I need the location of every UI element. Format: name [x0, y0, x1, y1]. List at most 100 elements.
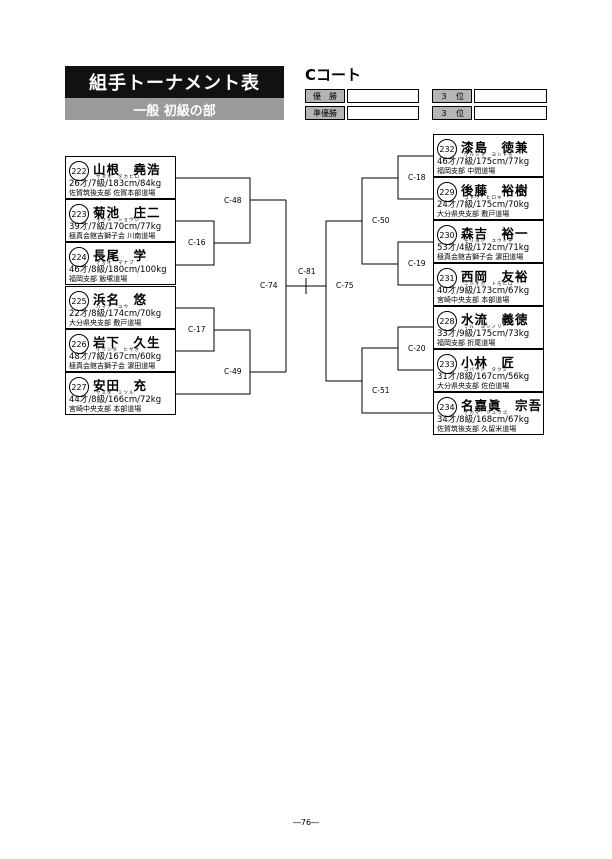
- player-kana: ハマナ ユウ: [96, 305, 129, 310]
- player-stats: 53才/4級/172cm/71kg: [437, 243, 530, 253]
- entry-number: 227: [69, 377, 89, 397]
- player-kana: コバヤシ タクミ: [464, 368, 508, 373]
- player-card: 224 長尾 学 ナガオ マナブ 46才/8級/180cm/100kg 福岡支部…: [65, 242, 176, 285]
- player-stats: 24才/7級/175cm/70kg: [437, 200, 530, 210]
- match-label-c51: C-51: [372, 386, 390, 395]
- player-kana: イワシタ ヒサオ: [96, 348, 140, 353]
- player-card: 222 山根 堯浩 ヤマネ タカヒロ 26才/7級/183cm/84kg 佐賀筑…: [65, 156, 176, 199]
- court-label: Cコート: [305, 66, 362, 84]
- match-label-c48: C-48: [224, 196, 242, 205]
- player-stats: 46才/8級/180cm/100kg: [69, 265, 167, 275]
- player-card: 233 小林 匠 コバヤシ タクミ 31才/8級/167cm/56kg 大分県央…: [433, 349, 544, 392]
- entry-number: 231: [437, 268, 457, 288]
- entry-number: 226: [69, 334, 89, 354]
- player-club: 福岡支部 中間道場: [437, 167, 496, 175]
- player-name: 安田 充: [93, 378, 148, 393]
- player-kana: ヤマネ タカヒロ: [96, 175, 140, 180]
- player-name: 岩下 久生: [93, 335, 161, 350]
- player-club: 大分県央支部 敷戸道場: [69, 319, 142, 327]
- entry-number: 230: [437, 225, 457, 245]
- player-card: 223 菊池 庄二 キクチ ショウジ 39才/7級/170cm/77kg 極真会…: [65, 199, 176, 242]
- player-club: 極真会館吉獅子会 川南道場: [69, 232, 156, 240]
- match-label-c74: C-74: [260, 281, 278, 290]
- player-club: 大分県央支部 敷戸道場: [437, 210, 510, 218]
- player-card: 228 水流 義徳 ツル ヨシノリ 33才/9級/175cm/73kg 福岡支部…: [433, 306, 544, 349]
- entry-number: 223: [69, 204, 89, 224]
- player-name: 名嘉眞 宗吾: [461, 398, 543, 413]
- player-club: 極真会館吉獅子会 濵田道場: [69, 362, 156, 370]
- player-name: 水流 義徳: [461, 312, 529, 327]
- player-club: 福岡支部 飯塚道場: [69, 275, 128, 283]
- player-kana: ニシオカ トモヒロ: [464, 282, 514, 287]
- player-name: 漆島 徳兼: [461, 140, 529, 155]
- player-card: 225 浜名 悠 ハマナ ユウ 22才/8級/174cm/70kg 大分県央支部…: [65, 286, 176, 329]
- player-stats: 46才/7級/175cm/77kg: [437, 157, 530, 167]
- player-kana: ウルシマ ヨシトモ: [464, 153, 514, 158]
- entry-number: 234: [437, 397, 457, 417]
- match-label-c81: C-81: [298, 267, 316, 276]
- match-label-c20: C-20: [408, 344, 426, 353]
- player-name: 山根 堯浩: [93, 162, 161, 177]
- player-stats: 26才/7級/183cm/84kg: [69, 179, 162, 189]
- entry-number: 225: [69, 291, 89, 311]
- player-stats: 33才/9級/175cm/73kg: [437, 329, 530, 339]
- third-place-label-1: ３ 位: [432, 89, 472, 103]
- player-card: 231 西岡 友裕 ニシオカ トモヒロ 40才/9級/173cm/67kg 宮崎…: [433, 263, 544, 306]
- player-club: 佐賀筑後支部 佐賀本部道場: [69, 189, 156, 197]
- third-place-field-1: [474, 89, 547, 103]
- player-card: 229 後藤 裕樹 ゴトウ ヒロキ 24才/7級/175cm/70kg 大分県央…: [433, 177, 544, 220]
- player-stats: 40才/9級/173cm/67kg: [437, 286, 530, 296]
- third-place-field-2: [474, 106, 547, 120]
- player-card: 230 森吉 裕一 モリヨシ ユウイチ 53才/4級/172cm/71kg 極真…: [433, 220, 544, 263]
- player-name: 浜名 悠: [93, 292, 148, 307]
- winner-field: [347, 89, 419, 103]
- player-name: 菊池 庄二: [93, 205, 161, 220]
- player-card: 232 漆島 徳兼 ウルシマ ヨシトモ 46才/7級/175cm/77kg 福岡…: [433, 134, 544, 177]
- match-label-c75: C-75: [336, 281, 354, 290]
- entry-number: 228: [437, 311, 457, 331]
- player-kana: ナガオ マナブ: [96, 261, 135, 266]
- match-label-c19: C-19: [408, 259, 426, 268]
- winner-label: 優 勝: [305, 89, 345, 103]
- match-label-c17: C-17: [188, 325, 206, 334]
- player-club: 大分県央支部 佐伯道場: [437, 382, 510, 390]
- match-label-c49: C-49: [224, 367, 242, 376]
- player-name: 西岡 友裕: [461, 269, 529, 284]
- player-name: 森吉 裕一: [461, 226, 529, 241]
- player-stats: 31才/8級/167cm/56kg: [437, 372, 530, 382]
- player-club: 宮崎中央支部 本部道場: [69, 405, 142, 413]
- player-kana: ヤスダ ミツル: [96, 391, 135, 396]
- player-club: 宮崎中央支部 本部道場: [437, 296, 510, 304]
- player-name: 長尾 学: [93, 248, 148, 263]
- runner-up-field: [347, 106, 419, 120]
- player-stats: 22才/8級/174cm/70kg: [69, 309, 162, 319]
- entry-number: 233: [437, 354, 457, 374]
- player-club: 佐賀筑後支部 久留米道場: [437, 425, 517, 433]
- entry-number: 224: [69, 247, 89, 267]
- player-kana: ナカマ シュウゴ: [464, 411, 508, 416]
- player-name: 後藤 裕樹: [461, 183, 529, 198]
- player-stats: 44才/8級/166cm/72kg: [69, 395, 162, 405]
- division-subtitle: 一般 初級の部: [65, 98, 284, 120]
- entry-number: 232: [437, 139, 457, 159]
- page-number: ―76―: [292, 818, 320, 827]
- player-card: 234 名嘉眞 宗吾 ナカマ シュウゴ 34才/8級/168cm/67kg 佐賀…: [433, 392, 544, 435]
- player-stats: 39才/7級/170cm/77kg: [69, 222, 162, 232]
- player-kana: モリヨシ ユウイチ: [464, 239, 514, 244]
- third-place-label-2: ３ 位: [432, 106, 472, 120]
- player-kana: キクチ ショウジ: [96, 218, 140, 223]
- entry-number: 222: [69, 161, 89, 181]
- runner-up-label: 準優勝: [305, 106, 345, 120]
- player-club: 福岡支部 折尾道場: [437, 339, 496, 347]
- page-title: 組手トーナメント表: [65, 66, 284, 98]
- entry-number: 229: [437, 182, 457, 202]
- player-stats: 48才/7級/167cm/60kg: [69, 352, 162, 362]
- player-card: 226 岩下 久生 イワシタ ヒサオ 48才/7級/167cm/60kg 極真会…: [65, 329, 176, 372]
- player-kana: ゴトウ ヒロキ: [464, 196, 503, 201]
- match-label-c18: C-18: [408, 173, 426, 182]
- player-card: 227 安田 充 ヤスダ ミツル 44才/8級/166cm/72kg 宮崎中央支…: [65, 372, 176, 415]
- player-club: 極真会館吉獅子会 濵田道場: [437, 253, 524, 261]
- player-kana: ツル ヨシノリ: [464, 325, 503, 330]
- match-label-c16: C-16: [188, 238, 206, 247]
